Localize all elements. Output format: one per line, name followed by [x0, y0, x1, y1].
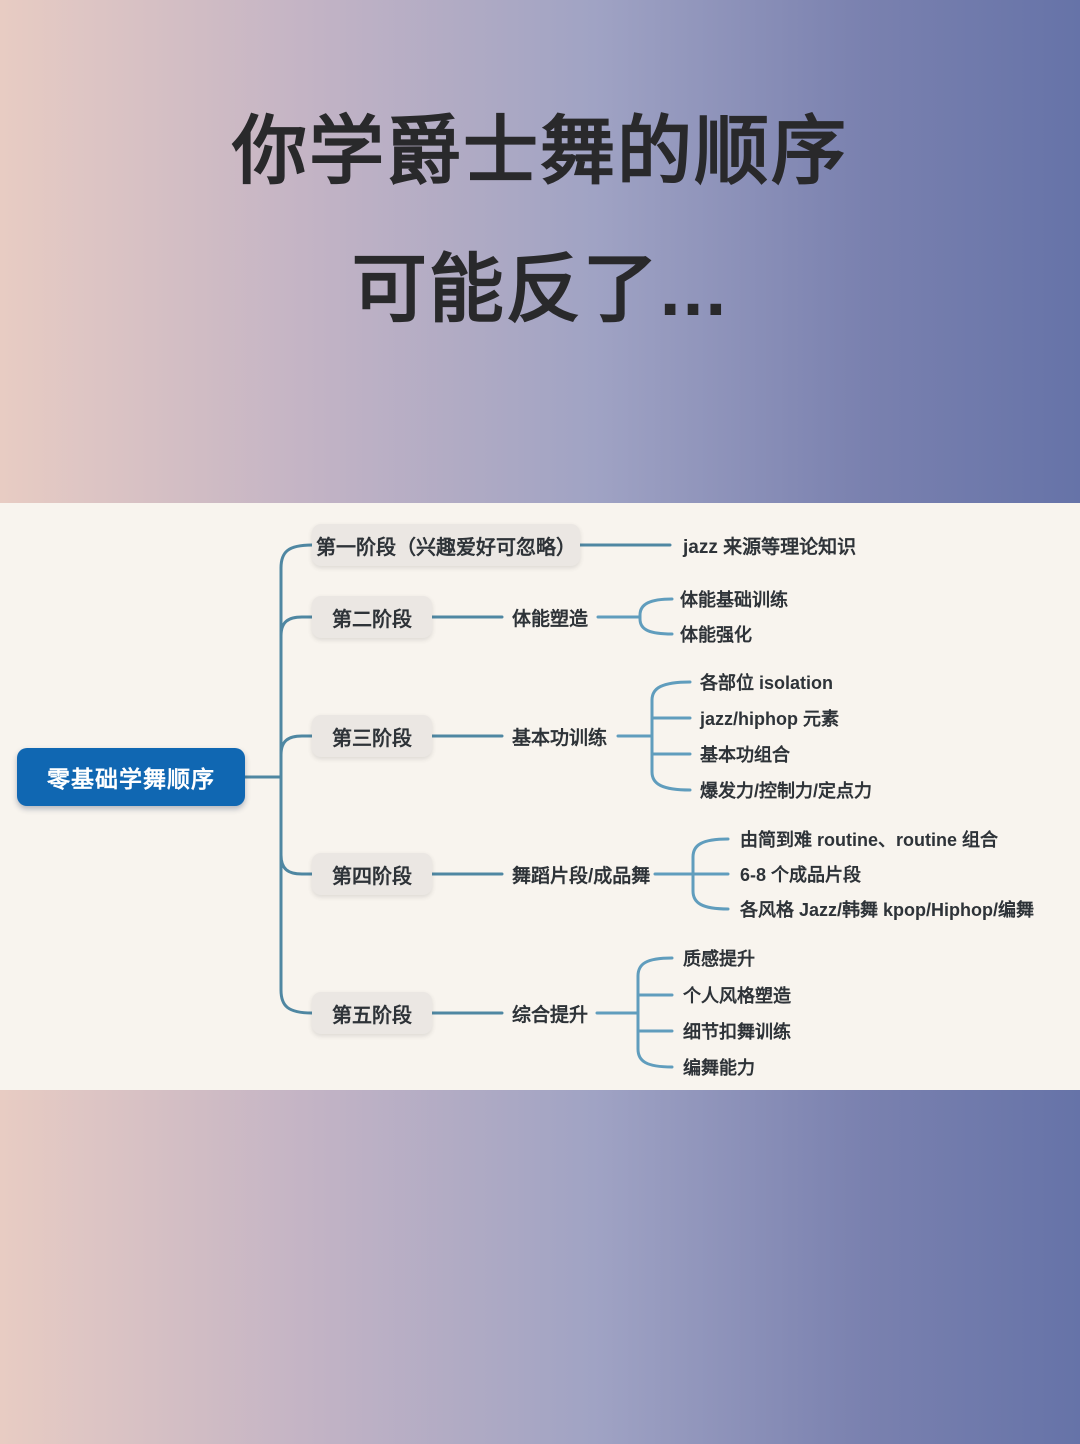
- stage-node-5: 第五阶段: [312, 992, 432, 1034]
- stage4-item: 各风格 Jazz/韩舞 kpop/Hiphop/编舞: [740, 900, 1035, 920]
- stage3-item: 各部位 isolation: [700, 673, 834, 693]
- poster-title-line2: 可能反了...: [351, 247, 729, 331]
- stage2-item: 体能强化: [680, 625, 752, 645]
- stage3-item: jazz/hiphop 元素: [700, 709, 839, 729]
- stage4-item: 由简到难 routine、routine 组合: [740, 830, 998, 850]
- stage3-topic: 基本功训练: [512, 727, 608, 749]
- stage2-item: 体能基础训练: [680, 590, 788, 610]
- root-node: 零基础学舞顺序: [17, 748, 245, 806]
- stage3-item: 爆发力/控制力/定点力: [700, 781, 873, 801]
- stage-node-3: 第三阶段: [312, 715, 432, 757]
- stage5-item: 质感提升: [683, 949, 755, 969]
- stage3-item: 基本功组合: [700, 745, 790, 765]
- stage4-item: 6-8 个成品片段: [740, 865, 862, 885]
- stage5-topic: 综合提升: [512, 1004, 589, 1026]
- stage5-item: 个人风格塑造: [683, 986, 791, 1006]
- stage5-item: 编舞能力: [683, 1058, 755, 1078]
- stage1-topic: jazz 来源等理论知识: [683, 536, 857, 558]
- stage-node-2: 第二阶段: [312, 596, 432, 638]
- stage-node-4: 第四阶段: [312, 853, 432, 895]
- stage-node-1: 第一阶段（兴趣爱好可忽略）: [312, 524, 580, 566]
- poster-title-line1: 你学爵士舞的顺序: [231, 109, 848, 193]
- stage4-topic: 舞蹈片段/成品舞: [512, 865, 651, 887]
- stage2-topic: 体能塑造: [512, 608, 589, 630]
- stage5-item: 细节扣舞训练: [683, 1022, 791, 1042]
